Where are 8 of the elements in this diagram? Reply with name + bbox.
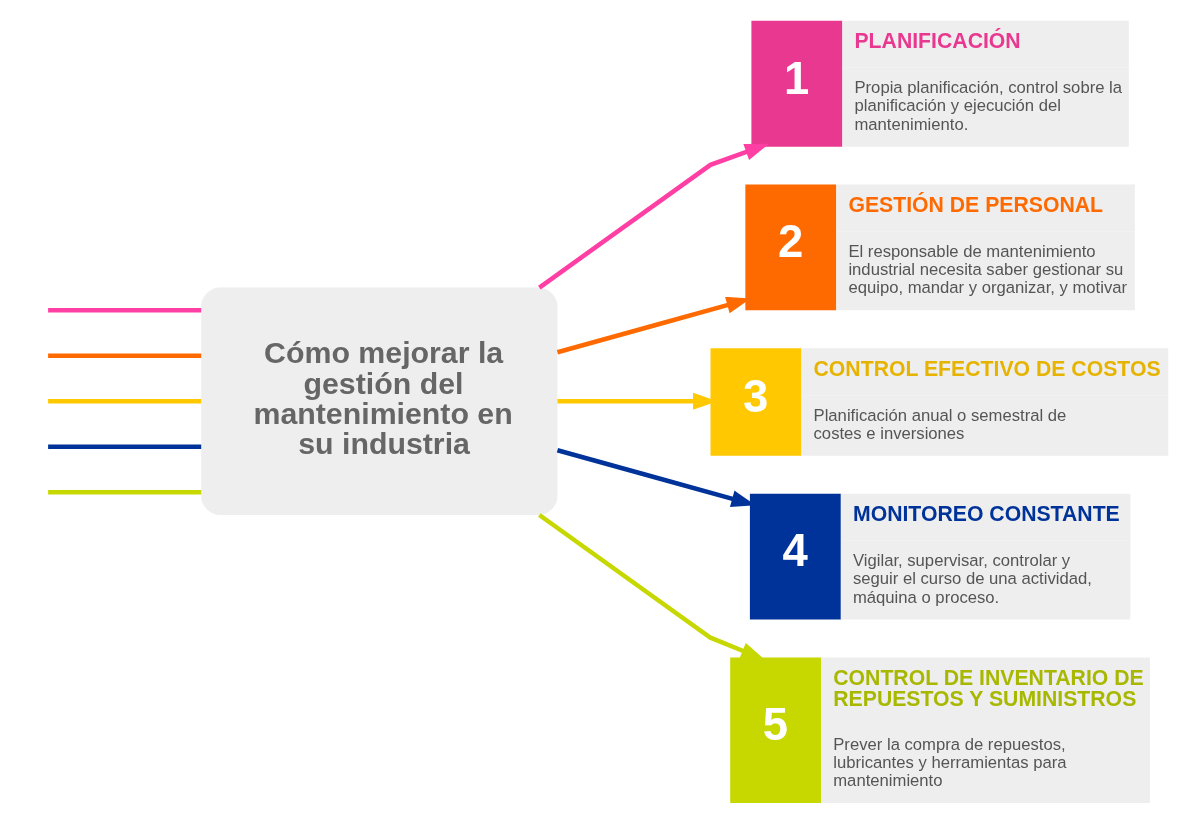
arrow [538,513,766,660]
node-box: Cómo mejorar la gestión del mantenimiento en su industria [201,287,558,515]
connector [48,489,202,495]
connector [48,353,202,359]
connector [48,399,202,404]
arrow [538,143,770,290]
connector [48,444,202,449]
connector [48,308,202,313]
